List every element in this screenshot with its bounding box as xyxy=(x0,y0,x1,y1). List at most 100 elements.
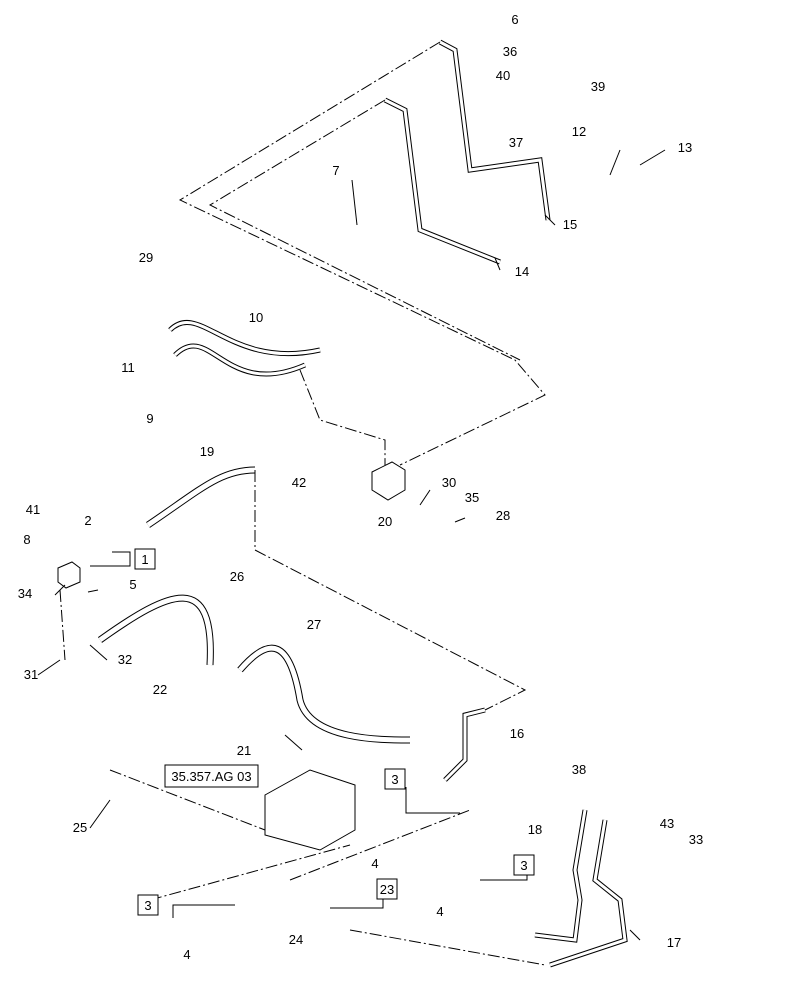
callout-c30: 30 xyxy=(442,475,456,490)
callout-c16: 16 xyxy=(510,726,524,741)
callout-label: 4 xyxy=(371,856,378,871)
callout-c12: 12 xyxy=(572,124,586,139)
callout-label: 11 xyxy=(121,360,135,375)
callout-c28: 28 xyxy=(496,508,510,523)
callout-c11: 11 xyxy=(121,360,135,375)
callout-c43: 43 xyxy=(660,816,674,831)
callout-c29: 29 xyxy=(139,250,153,265)
callout-c22: 22 xyxy=(153,682,167,697)
callout-label: 33 xyxy=(689,832,703,847)
callout-label: 18 xyxy=(528,822,542,837)
callout-box xyxy=(376,878,398,900)
callout-c24: 24 xyxy=(289,932,303,947)
callout-c34: 34 xyxy=(18,586,32,601)
callout-c19: 19 xyxy=(200,444,214,459)
callout-c1[interactable]: 1 xyxy=(134,548,156,570)
callout-c4c: 4 xyxy=(183,947,190,962)
tubes-10-11 xyxy=(168,319,321,377)
callout-c42: 42 xyxy=(292,475,306,490)
callout-label: 2 xyxy=(84,513,91,528)
callout-c7: 7 xyxy=(332,163,339,178)
callout-label: 23 xyxy=(380,882,394,897)
callout-box xyxy=(513,854,535,876)
callout-c21: 21 xyxy=(237,743,251,758)
callout-label: 42 xyxy=(292,475,306,490)
hose-26 xyxy=(97,594,214,666)
callout-c27: 27 xyxy=(307,617,321,632)
callout-label: 39 xyxy=(591,79,605,94)
reference-label: 35.357.AG 03 xyxy=(171,769,251,784)
dash-dot-routes xyxy=(59,41,546,966)
callout-box xyxy=(384,768,406,790)
callout-label: 26 xyxy=(230,569,244,584)
callout-c4a: 4 xyxy=(371,856,378,871)
callout-label: 31 xyxy=(24,667,38,682)
callout-c23[interactable]: 23 xyxy=(376,878,398,900)
callout-c37: 37 xyxy=(509,135,523,150)
callout-label: 28 xyxy=(496,508,510,523)
control-valve xyxy=(264,769,356,851)
callout-label: 30 xyxy=(442,475,456,490)
callout-label: 36 xyxy=(503,44,517,59)
callout-c39: 39 xyxy=(591,79,605,94)
callout-label: 20 xyxy=(378,514,392,529)
callout-c6: 6 xyxy=(511,12,518,27)
callout-layer: 1233344456789101112131415161718192021222… xyxy=(18,12,703,962)
tube-14 xyxy=(383,97,501,265)
callout-label: 14 xyxy=(515,264,529,279)
callout-c3b[interactable]: 3 xyxy=(513,854,535,876)
callout-c8: 8 xyxy=(23,532,30,547)
tube-16 xyxy=(443,707,486,782)
callout-c5: 5 xyxy=(129,577,136,592)
callout-label: 21 xyxy=(237,743,251,758)
callout-c41: 41 xyxy=(26,502,40,517)
callout-c14: 14 xyxy=(515,264,529,279)
callout-label: 1 xyxy=(141,552,148,567)
callout-label: 9 xyxy=(146,411,153,426)
callout-label: 4 xyxy=(183,947,190,962)
callout-label: 10 xyxy=(249,310,263,325)
callout-c13: 13 xyxy=(678,140,692,155)
callout-label: 12 xyxy=(572,124,586,139)
callout-label: 34 xyxy=(18,586,32,601)
callout-c31: 31 xyxy=(24,667,38,682)
tubes-17-18 xyxy=(534,809,628,968)
callout-label: 13 xyxy=(678,140,692,155)
callout-c3c[interactable]: 3 xyxy=(137,894,159,916)
reference-link[interactable]: 35.357.AG 03 xyxy=(164,764,259,788)
callout-c18: 18 xyxy=(528,822,542,837)
callout-label: 8 xyxy=(23,532,30,547)
callout-label: 4 xyxy=(436,904,443,919)
callout-c3a[interactable]: 3 xyxy=(384,768,406,790)
callout-c15: 15 xyxy=(563,217,577,232)
callout-label: 24 xyxy=(289,932,303,947)
callout-label: 40 xyxy=(496,68,510,83)
callout-label: 38 xyxy=(572,762,586,777)
tube-15 xyxy=(438,39,551,221)
leader-lines xyxy=(37,149,666,941)
callout-label: 3 xyxy=(520,858,527,873)
hose-19 xyxy=(146,466,256,528)
callout-label: 25 xyxy=(73,820,87,835)
callout-label: 43 xyxy=(660,816,674,831)
callout-label: 41 xyxy=(26,502,40,517)
callout-c10: 10 xyxy=(249,310,263,325)
callout-label: 17 xyxy=(667,935,681,950)
callout-label: 15 xyxy=(563,217,577,232)
callout-c2: 2 xyxy=(84,513,91,528)
callout-label: 5 xyxy=(129,577,136,592)
valve-block-20 xyxy=(371,461,406,501)
callout-label: 35 xyxy=(465,490,479,505)
callout-label: 19 xyxy=(200,444,214,459)
callout-c32: 32 xyxy=(118,652,132,667)
callout-label: 22 xyxy=(153,682,167,697)
callout-label: 7 xyxy=(332,163,339,178)
callout-label: 6 xyxy=(511,12,518,27)
hose-27 xyxy=(237,644,411,744)
callout-label: 16 xyxy=(510,726,524,741)
callout-label: 37 xyxy=(509,135,523,150)
callout-c33: 33 xyxy=(689,832,703,847)
callout-c36: 36 xyxy=(503,44,517,59)
